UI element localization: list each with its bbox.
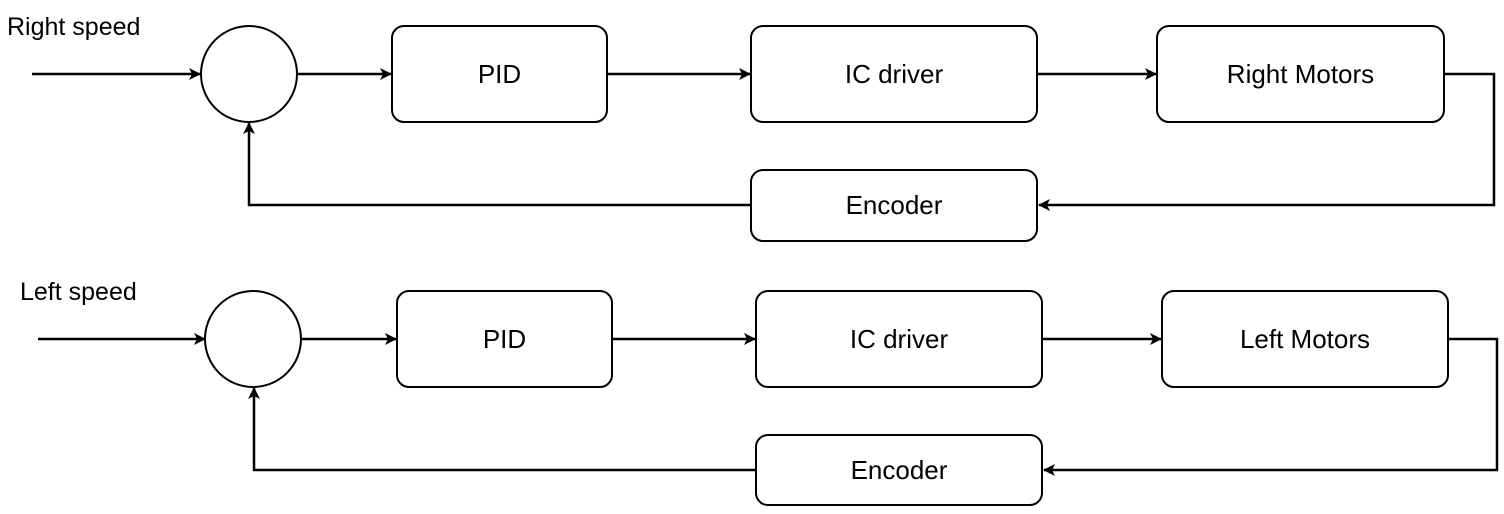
- right-motors-to-encoder-arrow: [1038, 72, 1496, 211]
- right-motors-label: Right Motors: [1227, 59, 1374, 89]
- left-pid-label: PID: [483, 324, 526, 354]
- left-motors-to-encoder-arrow: [1043, 337, 1499, 476]
- right-summing-junction: [200, 25, 298, 123]
- left-speed-label: Left speed: [20, 278, 137, 306]
- left-encoder-label: Encoder: [851, 455, 948, 485]
- left-ic-driver-label: IC driver: [850, 324, 949, 354]
- right-speed-loop: Right speed PID IC driver Right Motors E…: [7, 13, 1496, 242]
- left-motors-label: Left Motors: [1240, 324, 1370, 354]
- left-summing-junction: [204, 290, 302, 388]
- right-ic-driver-label: IC driver: [845, 59, 944, 89]
- right-speed-label: Right speed: [7, 13, 140, 41]
- right-feedback-arrow: [243, 122, 751, 207]
- left-speed-loop: Left speed PID IC driver Left Motors Enc…: [20, 278, 1499, 506]
- right-pid-label: PID: [478, 59, 521, 89]
- right-encoder-label: Encoder: [846, 190, 943, 220]
- left-feedback-arrow: [248, 387, 756, 472]
